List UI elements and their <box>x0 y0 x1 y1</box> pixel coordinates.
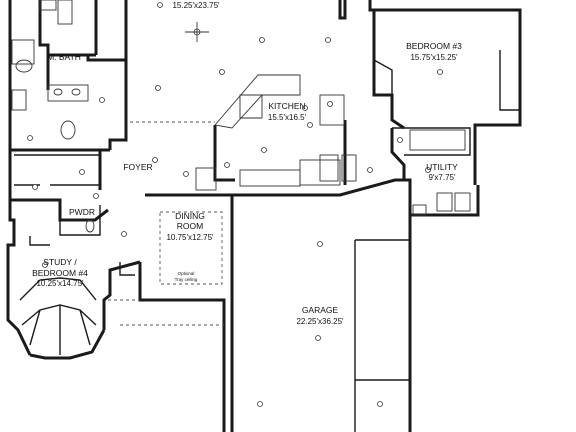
foyer-label: FOYER <box>123 162 152 172</box>
tray-note-line2: Tray ceiling <box>175 277 198 282</box>
great-room-dims: 15.25'x23.75' <box>172 1 220 10</box>
garage-dims: 22.25'x36.25' <box>296 317 344 326</box>
garage-label: GARAGE <box>302 305 339 315</box>
dining-label: DINING <box>175 211 205 221</box>
interior-lines <box>11 0 520 432</box>
powder-label: PWDR <box>69 207 95 217</box>
utility-label: UTILITY <box>426 162 458 172</box>
bedroom3-dims: 15.75'x15.25' <box>410 53 458 62</box>
master-bath-label: M. BATH <box>47 52 81 62</box>
study-dims: 10.25'x14.75' <box>36 279 84 288</box>
kitchen-dims: 15.5'x16.5' <box>268 113 307 122</box>
utility-dims: 9'x7.75' <box>428 173 456 182</box>
bedroom3-label: BEDROOM #3 <box>406 41 462 51</box>
exterior-walls <box>6 0 522 432</box>
kitchen-label: KITCHEN <box>268 101 305 111</box>
dining-label-line2: ROOM <box>177 221 203 231</box>
ceiling-fan-icon <box>185 22 209 42</box>
dining-dims: 10.75'x12.75' <box>166 233 214 242</box>
ceiling-lights <box>27 2 443 407</box>
study-label: STUDY / <box>43 257 77 267</box>
study-label-line2: BEDROOM #4 <box>32 268 88 278</box>
tray-note: Optional <box>178 271 195 276</box>
room-labels: 15.25'x23.75' M. BATH BEDROOM #3 15.75'x… <box>32 1 462 326</box>
